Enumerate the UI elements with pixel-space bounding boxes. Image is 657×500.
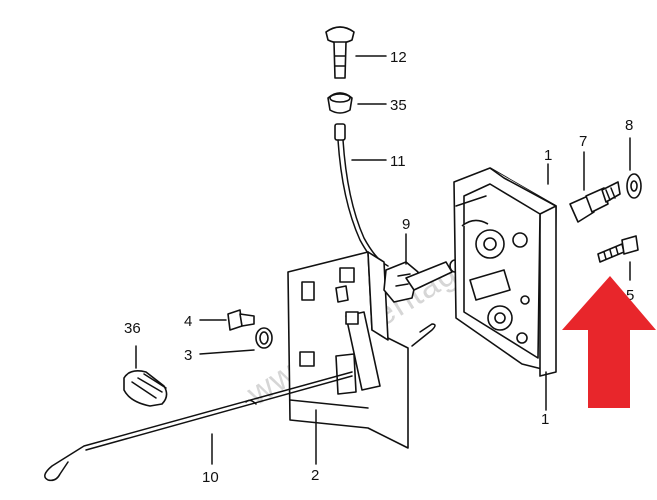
callout-3: 3 (184, 347, 192, 364)
part-8-washer (626, 173, 642, 199)
part-35-bushing (327, 92, 353, 114)
callout-11: 11 (390, 153, 406, 170)
part-11-rod (334, 123, 389, 271)
callout-12: 12 (390, 49, 407, 66)
part-36-clip (123, 370, 168, 407)
part-5-screw (597, 235, 639, 263)
part-4-screw (227, 309, 255, 331)
part-1-lock-body (453, 167, 557, 377)
callout-35: 35 (390, 97, 407, 114)
callout-10: 10 (202, 469, 219, 486)
callout-36: 36 (124, 320, 141, 337)
callout-9: 9 (402, 216, 410, 233)
callout-4: 4 (184, 313, 192, 330)
callout-7: 7 (579, 133, 587, 150)
part-7-stud (569, 181, 621, 223)
spring-hook (411, 323, 436, 347)
part-3-ring (255, 327, 273, 349)
callout-5: 5 (626, 287, 634, 304)
part-12-knob (325, 26, 355, 79)
callout-8: 8 (625, 117, 633, 134)
callout-1-bottom: 1 (541, 411, 549, 428)
part-10-rod (44, 371, 353, 482)
callout-1-top: 1 (544, 147, 552, 164)
red-arrow-up-icon (562, 276, 656, 408)
callout-2: 2 (311, 467, 319, 484)
leader-lines (135, 55, 631, 465)
part-2-bracket (287, 251, 409, 449)
